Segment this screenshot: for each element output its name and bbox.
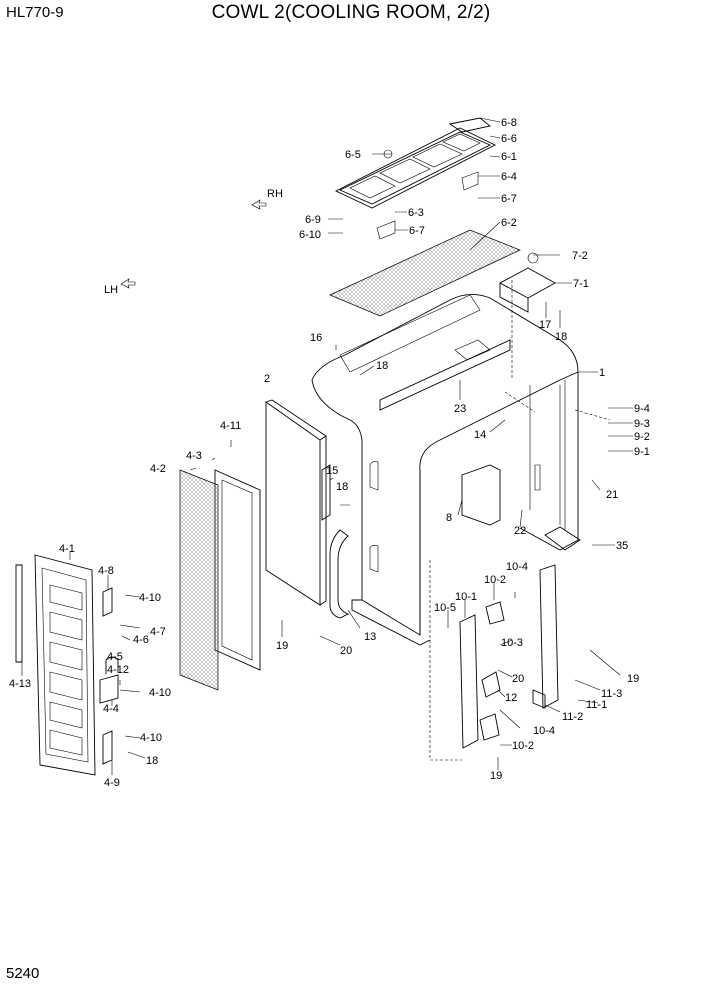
label-9-2: 9-2	[634, 431, 650, 443]
u-bolt-4-5	[105, 656, 119, 674]
label-4-1: 4-1	[59, 543, 75, 555]
label-11-2: 11-2	[562, 711, 583, 723]
bracket-7-1-part	[499, 252, 556, 313]
hinge-bracket-10-2	[485, 601, 505, 625]
latch-part	[481, 671, 501, 698]
label-4-8: 4-8	[98, 565, 114, 577]
handle-part	[321, 464, 331, 521]
label-6-4: 6-4	[501, 171, 517, 183]
label-6-1: 6-1	[501, 151, 517, 163]
label-6-3: 6-3	[408, 207, 424, 219]
label-6-2: 6-2	[501, 217, 517, 229]
hinge-4-8	[102, 587, 113, 617]
label-11-1: 11-1	[586, 699, 607, 711]
label-6-6: 6-6	[501, 133, 517, 145]
label-13: 13	[364, 631, 376, 643]
model-code: HL770-9	[6, 4, 64, 21]
label-23: 23	[454, 403, 466, 415]
label-19: 19	[276, 640, 288, 652]
label-10-2: 10-2	[484, 574, 506, 586]
label-18: 18	[555, 331, 567, 343]
label-10-5: 10-5	[434, 602, 456, 614]
label-22: 22	[514, 525, 526, 537]
door-4-1	[34, 554, 96, 776]
label-19c: 19	[490, 770, 502, 782]
top-frame-part	[334, 117, 497, 240]
hinge-4-9	[102, 730, 113, 765]
label-6-10: 6-10	[299, 229, 321, 241]
grab-handle-part	[329, 529, 350, 619]
label-6-7: 6-7	[501, 193, 517, 205]
label-9-3: 9-3	[634, 418, 650, 430]
label-19b: 19	[627, 673, 639, 685]
label-11-3: 11-3	[601, 688, 622, 700]
label-4-4: 4-4	[103, 703, 119, 715]
hinge-plate-10-1	[459, 614, 479, 749]
label-10-4: 10-4	[506, 561, 528, 573]
label-4-10b: 4-10	[149, 687, 171, 699]
side-panel-2	[265, 399, 327, 606]
label-4-2: 4-2	[150, 463, 166, 475]
label-10-2b: 10-2	[512, 740, 534, 752]
hinge-bracket-10-2b	[479, 713, 500, 741]
label-4-10c: 4-10	[140, 732, 162, 744]
label-10-3: 10-3	[501, 637, 523, 649]
label-20: 20	[340, 645, 352, 657]
label-7-1: 7-1	[573, 278, 589, 290]
label-18c: 18	[336, 481, 348, 493]
top-mesh-screen	[329, 229, 521, 317]
label-6-7b: 6-7	[409, 225, 425, 237]
bushing-part	[532, 689, 546, 709]
base-plate-part	[544, 526, 581, 551]
label-1: 1	[599, 367, 605, 379]
label-8: 8	[446, 512, 452, 524]
label-18b: 18	[376, 360, 388, 372]
label-4-11: 4-11	[220, 420, 241, 432]
label-16: 16	[310, 332, 322, 344]
label-4-7: 4-7	[150, 626, 166, 638]
lh-label: LH	[104, 284, 118, 296]
label-20b: 20	[512, 673, 524, 685]
label-9-4: 9-4	[634, 403, 650, 415]
label-2: 2	[264, 373, 270, 385]
label-4-5: 4-5	[107, 651, 123, 663]
part-labels: 6-8 6-6 6-5 6-1 6-4 6-7 6-3 6-9 6-10 6-7…	[9, 117, 650, 789]
label-15: 15	[326, 465, 338, 477]
label-6-5: 6-5	[345, 149, 361, 161]
label-6-8: 6-8	[501, 117, 517, 129]
label-4-10: 4-10	[139, 592, 161, 604]
lh-arrow-icon	[120, 278, 136, 289]
label-9-1: 9-1	[634, 446, 650, 458]
label-4-12: 4-12	[107, 664, 129, 676]
rh-label: RH	[267, 188, 283, 200]
label-4-3: 4-3	[186, 450, 202, 462]
label-18d: 18	[146, 755, 158, 767]
label-10-4b: 10-4	[533, 725, 555, 737]
hinge-bracket-8	[461, 464, 501, 526]
door-mesh-screen	[179, 469, 219, 691]
rh-arrow-icon	[251, 199, 267, 210]
hinge-plate-11	[539, 564, 559, 709]
label-7-2: 7-2	[572, 250, 588, 262]
label-21: 21	[606, 489, 618, 501]
label-6-9: 6-9	[305, 214, 321, 226]
page-number: 5240	[6, 965, 40, 982]
label-4-13: 4-13	[9, 678, 31, 690]
label-14: 14	[474, 429, 486, 441]
label-17: 17	[539, 319, 551, 331]
page-title: COWL 2(COOLING ROOM, 2/2)	[211, 2, 491, 23]
leader-lines	[21, 117, 633, 775]
bracket-4-4	[99, 674, 119, 704]
label-4-6: 4-6	[133, 634, 149, 646]
label-10-1: 10-1	[455, 591, 477, 603]
door-frame-4-3	[214, 469, 261, 671]
seal-strip	[15, 564, 23, 663]
label-35: 35	[616, 540, 628, 552]
label-12: 12	[505, 692, 517, 704]
main-cowl-body	[311, 294, 579, 646]
label-4-9: 4-9	[104, 777, 120, 789]
